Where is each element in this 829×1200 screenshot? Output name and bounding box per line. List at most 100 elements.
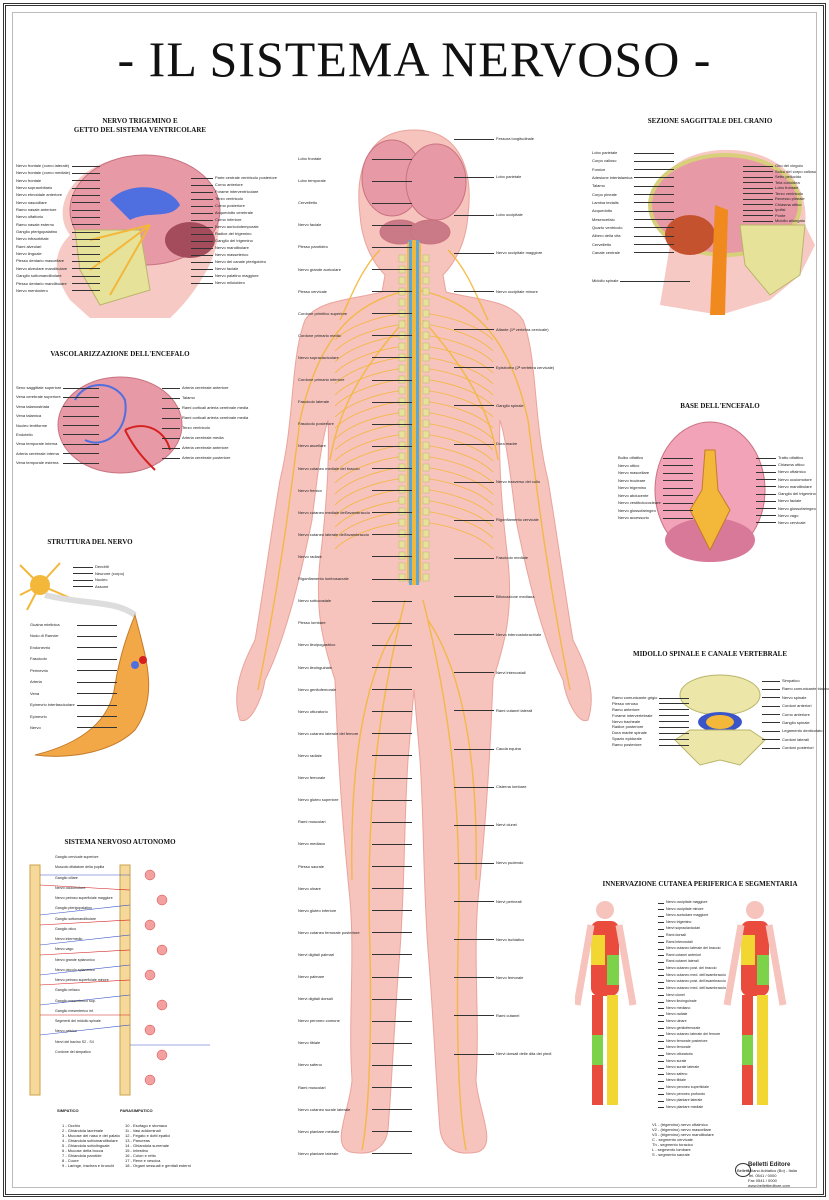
vertebra xyxy=(422,298,430,307)
autonomo-label: Nervo petroso superficiale minore xyxy=(55,978,113,983)
vertebra xyxy=(422,287,430,296)
midollo-label: Cordoni posteriori xyxy=(761,745,829,750)
base-label: Nervo mascellare xyxy=(618,470,693,475)
vertebra xyxy=(398,430,406,439)
center-label: Rami cutanei laterali xyxy=(453,708,554,713)
center-label: Epistrofeo (2ª vertebra cervicale) xyxy=(453,364,555,370)
cutanea-label: Nervo cutaneo med. dell'avambraccio xyxy=(657,972,727,977)
center-label: Nervo ileoinguinale xyxy=(298,665,412,670)
trigemino-label: Nervo nasociliare xyxy=(16,200,101,205)
cutanea-label: Nervo safeno xyxy=(657,1072,726,1077)
intercostal-nerve xyxy=(334,455,494,484)
section-title-base: BASE DELL'ENCEFALO xyxy=(680,402,760,410)
cutanea-label: Nervo surale laterale xyxy=(657,1065,726,1070)
trigemino-label: Radice del trigemino xyxy=(190,231,277,236)
trigemino-label: Ganglio del trigemino xyxy=(190,238,277,243)
organ-marker xyxy=(156,944,168,956)
autonomo-label: Nervo piccolo splancnico xyxy=(55,968,113,973)
struttura-label: Vena xyxy=(30,691,117,696)
vertebra xyxy=(422,320,430,329)
sagittale-midollo-label: Midollo spinale xyxy=(592,278,693,283)
struttura-label: Arteria xyxy=(30,679,117,684)
trigemino-label: Nervo miloioideo xyxy=(190,280,277,285)
sagittale-label: Lobo parietale xyxy=(592,150,676,155)
struttura-label: Endonevrio xyxy=(30,645,117,650)
trigemino-label: Ganglio pterigopalatino xyxy=(16,229,101,234)
struttura-label: Guaina mielinica xyxy=(30,622,117,627)
vertebra xyxy=(422,276,430,285)
trigemino-label: Nervo mentoniero xyxy=(16,288,101,293)
dermatome-figures xyxy=(575,901,787,1105)
sagittale-label: Canale centrale xyxy=(592,250,676,255)
cutanea-label: Nervo otturatorio xyxy=(657,1052,726,1057)
base-label: Nervo oftalmico xyxy=(756,469,816,474)
center-label: Nervo cutaneo femorale posteriore xyxy=(298,930,412,935)
section-title-sagittale: SEZIONE SAGGITTALE DEL CRANIO xyxy=(647,117,773,125)
organ-marker xyxy=(156,894,168,906)
struttura-label: Dendriti xyxy=(72,564,124,569)
trigemino-label: Parte centrale ventricolo posteriore xyxy=(190,175,278,180)
cutanea-label: Nervo trigemino xyxy=(657,920,726,925)
vertebra xyxy=(422,441,430,450)
cutanea-label: Nervi clunei xyxy=(657,993,726,998)
base-label: Nervo vago xyxy=(756,513,816,518)
center-label: Cordone primario medio xyxy=(298,333,412,338)
vascolarizzazione-label: Endotelio xyxy=(16,432,101,437)
center-label: Fascicolo posteriore xyxy=(298,421,412,426)
center-label: Nervo trasverso del collo xyxy=(453,479,554,484)
trigemino-label: Nervo del canale pterigoideo xyxy=(190,259,277,264)
cutanea-label: Nervo occipitale minore xyxy=(657,907,726,912)
cutanea-label: Nervo cutaneo laterale del femore xyxy=(657,1032,726,1037)
vertebra xyxy=(422,375,430,384)
vertebra xyxy=(422,496,430,505)
base-label: Nervo mandibolare xyxy=(756,484,816,489)
vertebra xyxy=(398,562,406,571)
vertebra xyxy=(422,562,430,571)
nerve-structure-illustration xyxy=(19,562,150,757)
vertebra xyxy=(398,485,406,494)
center-label: Plesso lombare xyxy=(298,620,412,625)
publisher-tel: Tel. 0541 / 0000 xyxy=(748,1173,777,1178)
sagittale-label: Midollo spinale xyxy=(592,278,693,283)
center-label: Rami muscolari xyxy=(298,819,412,824)
cutanea-label: Nervo mediano xyxy=(657,1006,726,1011)
vertebra xyxy=(422,463,430,472)
vascolarizzazione-label: Arteria cerebrale anteriore xyxy=(161,385,248,390)
center-label: Lobo occipitale xyxy=(453,212,554,217)
autonomo-label: Segmenti del midollo spinale xyxy=(55,1019,113,1024)
base-label: Nervo glossofaringeo xyxy=(618,508,693,513)
sagittale-label: Chiasma ottico xyxy=(742,202,816,207)
autonomo-label: Cordone del simpatico xyxy=(55,1050,113,1055)
sagittale-label: Lamina tectalis xyxy=(592,200,676,205)
intercostal-nerve xyxy=(334,499,494,528)
poster-border xyxy=(3,3,826,1197)
center-label: Nervi clunei xyxy=(453,822,554,827)
center-label: Nervo occipitale minore xyxy=(453,289,554,294)
center-label: Rigonfiamento lombosacrale xyxy=(298,576,412,581)
vertebra xyxy=(422,419,430,428)
autonomo-label: Nervo vago xyxy=(55,947,113,952)
trigemino-label: Plesso dentario mascellare xyxy=(16,258,101,263)
center-label: Fessura longitudinale xyxy=(453,136,554,141)
center-label: Nervo faciale xyxy=(298,222,412,227)
cutanea-label: Nervo cutaneo post. del braccio xyxy=(657,966,726,971)
sagittale-label: Mesencefalo xyxy=(592,217,676,222)
poster-title: - IL SISTEMA NERVOSO - xyxy=(117,31,712,87)
trigemino-label: Nervo mandibolare xyxy=(190,245,277,250)
vertebra xyxy=(398,419,406,428)
center-label: Ganglio spinale xyxy=(453,403,554,408)
brain-vascular-illustration xyxy=(57,376,183,474)
center-label: Cervelletto xyxy=(298,200,412,205)
vertebra xyxy=(398,496,406,505)
vertebra xyxy=(422,430,430,439)
trigemino-label: Nervo frontale xyxy=(16,178,101,183)
body-silhouette xyxy=(236,129,592,1154)
sagittale-label: Setto pellucido xyxy=(742,174,816,179)
cutanea-label: Nervo femorale posteriore xyxy=(657,1039,726,1044)
